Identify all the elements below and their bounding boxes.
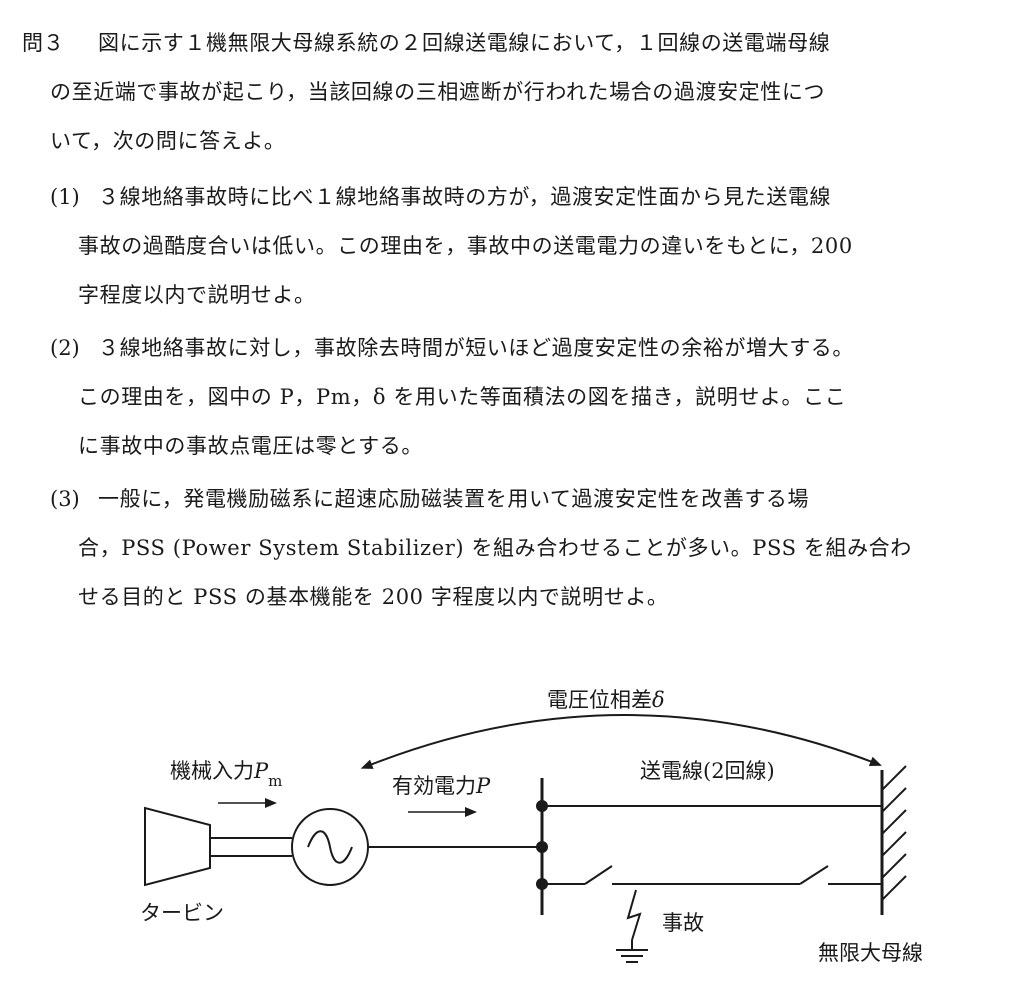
breaker-left-icon: [584, 865, 613, 885]
subquestion-3-line-2: 合，PSS (Power System Stabilizer) を組み合わせるこ…: [78, 536, 912, 560]
bus-node-middle: [536, 841, 548, 853]
infinite-bus-label: 無限大母線: [818, 941, 923, 965]
sine-wave-icon: [307, 830, 353, 864]
subquestion-3-label: (3): [50, 487, 80, 511]
transmission-line-label: 送電線(2回線): [640, 759, 775, 783]
infinite-bus-hatching: [881, 765, 907, 901]
turbine-icon: [144, 806, 211, 887]
mechanical-input-label: 機械入力Pm: [170, 759, 282, 790]
turbine-label: タービン: [140, 901, 224, 925]
subquestion-3-line-1: 一般に，発電機励磁系に超速応励磁装置を用いて過渡安定性を改善する場: [98, 487, 810, 511]
intro-line-2: の至近端で事故が起こり，当該回線の三相遮断が行われた場合の過渡安定性につ: [50, 80, 826, 104]
fault-lightning-icon: [626, 889, 642, 941]
system-diagram: 電圧位相差δ 機械入力Pm 有効電力P 送電線(2回線) タービン 事故: [140, 688, 923, 965]
phase-difference-label: 電圧位相差δ: [547, 688, 665, 712]
subquestion-2-line-1: ３線地絡事故に対し，事故除去時間が短いほど過度安定性の余裕が増大する。: [98, 336, 854, 360]
subquestion-1-label: (1): [50, 185, 80, 209]
active-power-label: 有効電力P: [392, 774, 491, 798]
fault-label: 事故: [662, 911, 704, 935]
question-number: 問３: [22, 31, 64, 55]
phase-arc-arrow: [360, 714, 882, 769]
breaker-right-icon: [799, 865, 829, 885]
subquestion-2-label: (2): [50, 336, 80, 360]
subquestion-2-line-2: この理由を，図中の P，Pm，δ を用いた等面積法の図を描き，説明せよ。ここ: [78, 385, 847, 409]
subquestion-1-line-1: ３線地絡事故時に比べ１線地絡事故時の方が，過渡安定性面から見た送電線: [98, 185, 832, 209]
subquestion-3-line-3: せる目的と PSS の基本機能を 200 字程度以内で説明せよ。: [78, 585, 669, 609]
subquestion-2-line-3: に事故中の事故点電圧は零とする。: [78, 434, 423, 458]
subquestion-1-line-3: 字程度以内で説明せよ。: [78, 283, 316, 307]
intro-line-1: 図に示す１機無限大母線系統の２回線送電線において，１回線の送電端母線: [98, 31, 831, 55]
intro-line-3: いて，次の問に答えよ。: [50, 129, 286, 153]
subquestion-1-line-2: 事故の過酷度合いは低い。この理由を，事故中の送電電力の違いをもとに，200: [78, 234, 853, 258]
